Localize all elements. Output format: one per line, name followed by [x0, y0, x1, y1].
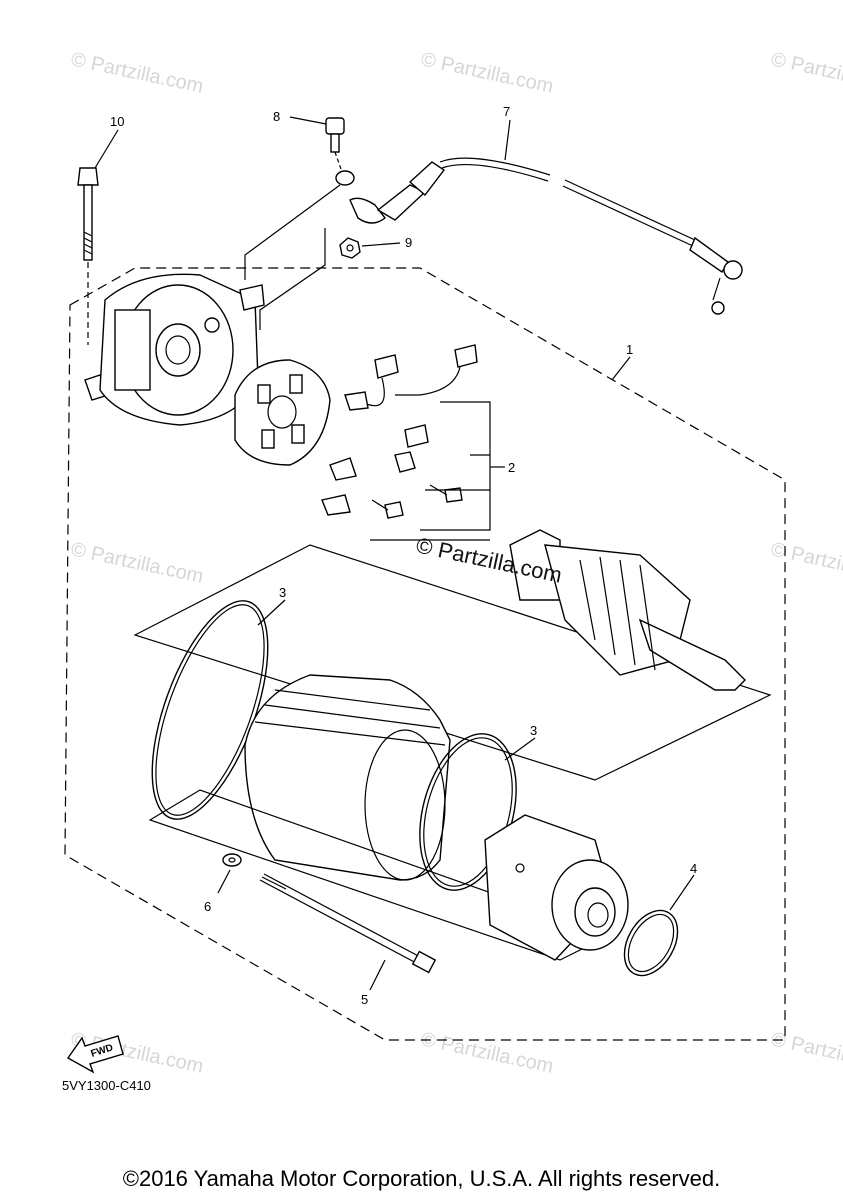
part-5-through-bolt: [259, 873, 437, 974]
watermark-top-right: © Partzilla.com: [769, 48, 843, 98]
part-2-brush-set: [321, 344, 491, 541]
callout-7: 7: [503, 104, 510, 119]
callout-3-top: 3: [279, 585, 286, 600]
watermark-top-center: © Partzilla.com: [419, 48, 555, 98]
callout-8: 8: [273, 109, 280, 124]
watermark-top-left: © Partzilla.com: [69, 48, 205, 98]
fwd-arrow-icon: FWD: [66, 1035, 124, 1074]
callout-4: 4: [690, 861, 697, 876]
part-6-washer: [222, 853, 242, 867]
part-9-nut: [339, 237, 361, 259]
armature: [133, 529, 772, 781]
watermark-mid-right: © Partzilla.com: [769, 538, 843, 588]
part-10-long-bolt: [77, 167, 99, 345]
callout-5: 5: [361, 992, 368, 1007]
diagram-code: 5VY1300-C410: [62, 1078, 151, 1093]
callout-9: 9: [405, 235, 412, 250]
brush-holder-plate: [234, 359, 331, 466]
callout-1: 1: [626, 342, 633, 357]
callout-2: 2: [508, 460, 515, 475]
callout-3-bottom: 3: [530, 723, 537, 738]
watermark-bottom-right: © Partzilla.com: [769, 1028, 843, 1078]
callout-10: 10: [110, 114, 124, 129]
copyright-notice: ©2016 Yamaha Motor Corporation, U.S.A. A…: [122, 1166, 721, 1191]
rear-end-cover: [148, 789, 629, 961]
assembly-boundary: [64, 267, 786, 1041]
part-4-o-ring-small: [623, 909, 679, 977]
part-8-screw: [325, 117, 345, 173]
part-7-lead-wire: [335, 157, 743, 315]
front-end-cover: [84, 273, 265, 426]
watermark-bottom-center: © Partzilla.com: [419, 1028, 555, 1078]
callout-6: 6: [204, 899, 211, 914]
yoke-housing: [244, 674, 451, 881]
watermark-mid-left: © Partzilla.com: [69, 538, 205, 588]
